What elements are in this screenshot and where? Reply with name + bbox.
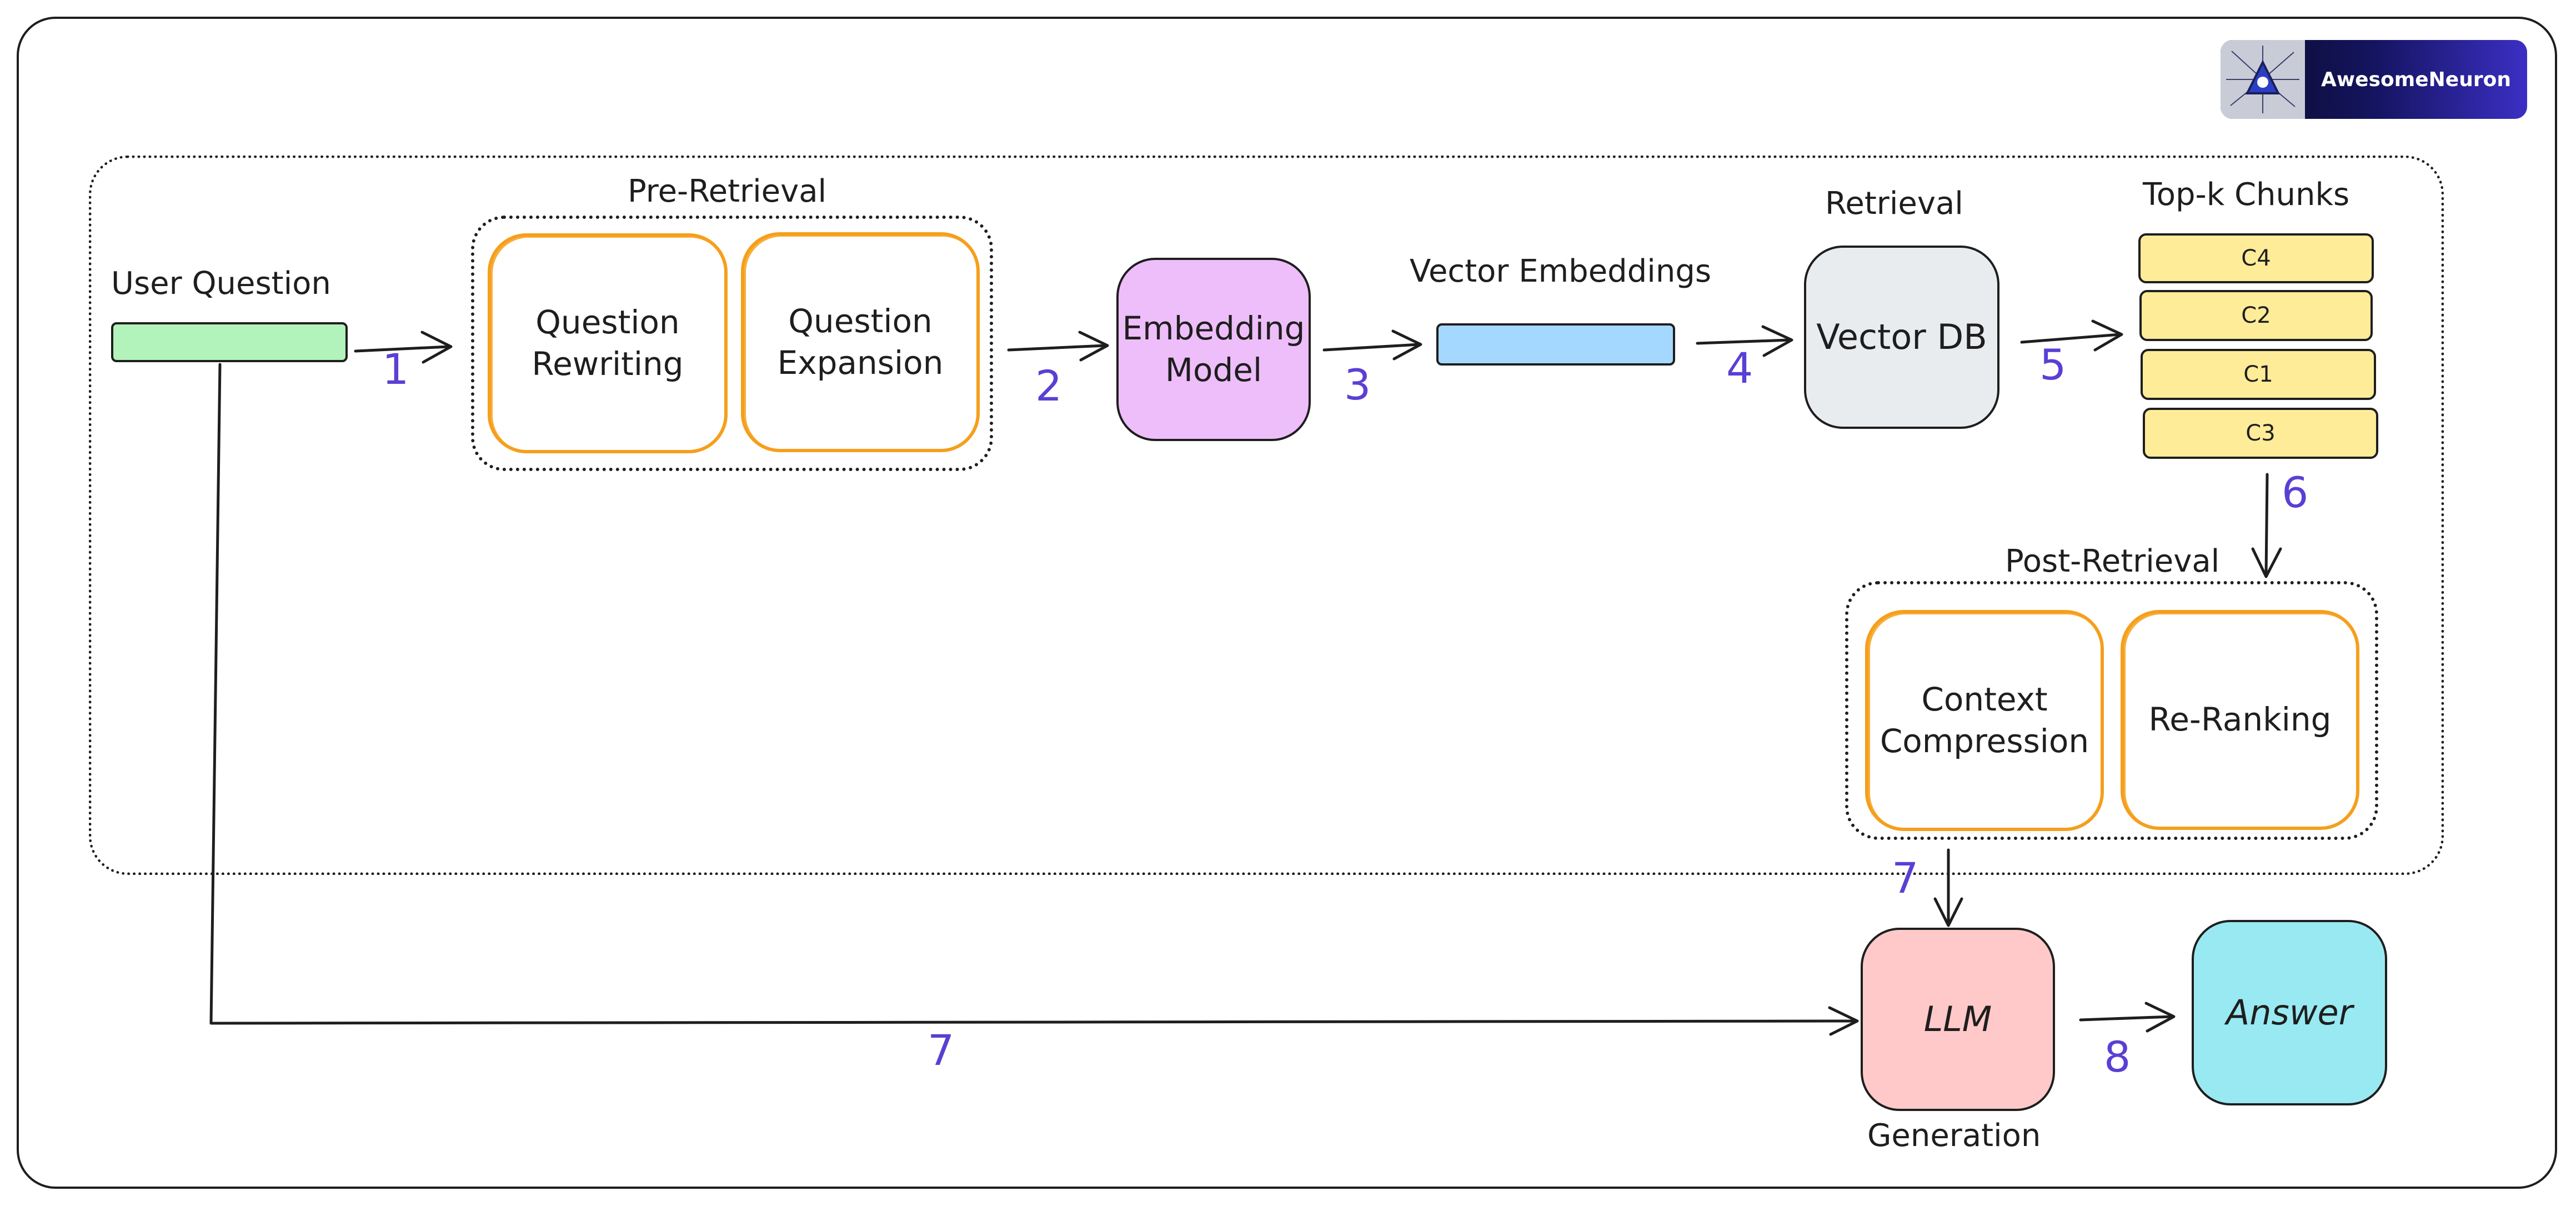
step-number: 5: [2039, 340, 2067, 389]
canvas-frame: [17, 17, 2557, 1189]
question-rewriting-box: Question Rewriting: [488, 233, 728, 453]
arrow-step-1: [354, 345, 450, 353]
vector-embeddings-bar: [1436, 323, 1675, 366]
arrow-step-6: [2264, 473, 2269, 577]
neuron-logo-icon: [2221, 40, 2305, 119]
pre-retrieval-group: [471, 216, 993, 471]
user-question-input-bar: [111, 322, 348, 362]
chunk-item: C3: [2143, 408, 2378, 459]
retrieval-label: Retrieval: [1825, 186, 1963, 222]
step-number: 7: [928, 1025, 955, 1075]
top-k-chunks-label: Top-k Chunks: [2143, 177, 2350, 213]
arrow-step-8: [2079, 1015, 2174, 1022]
step-number: 8: [2104, 1032, 2131, 1082]
rag-pipeline-boundary: [89, 156, 2444, 875]
vector-db-box: Vector DB: [1804, 246, 1999, 429]
step-number: 1: [382, 344, 409, 394]
step-number: 3: [1344, 360, 1371, 409]
re-ranking-box: Re-Ranking: [2121, 610, 2359, 830]
awesomeneuron-logo: AwesomeNeuron: [2221, 40, 2527, 119]
chunk-item: C1: [2141, 349, 2376, 400]
post-retrieval-group: [1845, 581, 2378, 840]
user-question-label: User Question: [111, 266, 331, 302]
arrow-step-3: [1322, 343, 1421, 352]
embedding-model-box: Embedding Model: [1116, 258, 1311, 441]
arrow-step-7-long: [209, 363, 1857, 1025]
question-expansion-box: Question Expansion: [741, 232, 980, 452]
answer-box: Answer: [2192, 920, 2387, 1105]
post-retrieval-label: Post-Retrieval: [2005, 543, 2220, 579]
step-number: 7: [1892, 853, 1919, 903]
context-compression-box: Context Compression: [1865, 610, 2104, 831]
pre-retrieval-label: Pre-Retrieval: [628, 173, 827, 209]
chunk-item: C4: [2138, 233, 2374, 283]
vector-embeddings-label: Vector Embeddings: [1410, 253, 1712, 289]
step-number: 4: [1726, 343, 1753, 393]
chunk-item: C2: [2139, 290, 2373, 341]
logo-text: AwesomeNeuron: [2321, 68, 2511, 91]
step-number: 2: [1035, 361, 1063, 411]
llm-box: LLM: [1861, 928, 2055, 1111]
arrow-step-5: [2020, 333, 2122, 344]
step-number: 6: [2282, 468, 2309, 517]
generation-label: Generation: [1867, 1118, 2041, 1154]
arrow-step-4: [1696, 338, 1791, 345]
arrow-step-2: [1007, 344, 1107, 352]
